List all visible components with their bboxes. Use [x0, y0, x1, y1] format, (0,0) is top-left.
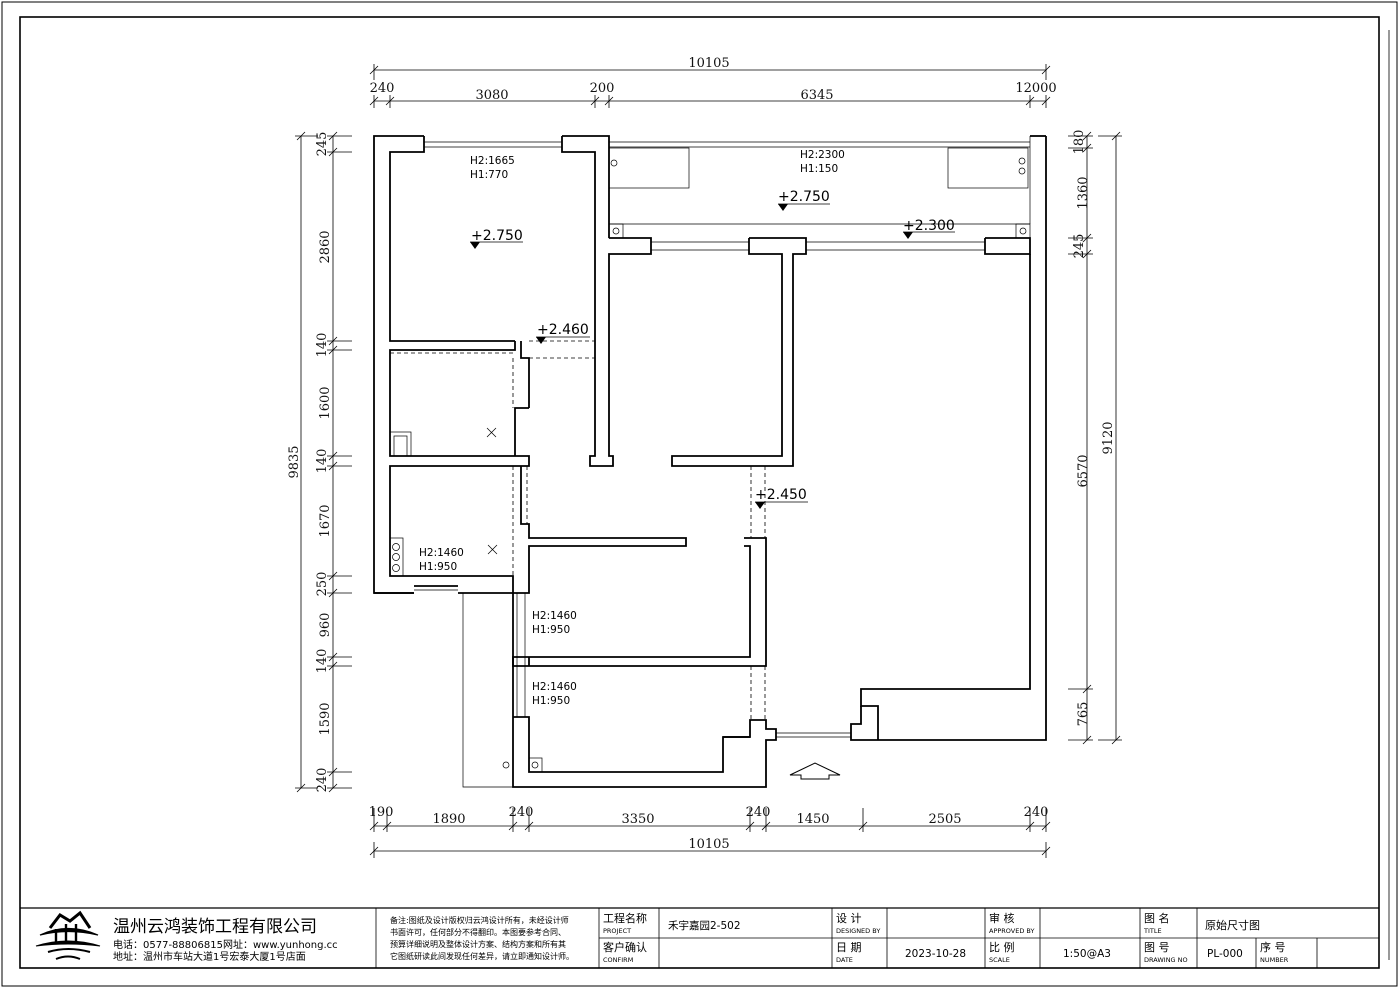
level-marker: +2.450 [755, 487, 808, 509]
dim-bottom-3: 240 [509, 805, 534, 820]
dim-left-1: 245 [315, 132, 330, 157]
dim-left-10: 1590 [318, 702, 333, 735]
dim-right-4: 6570 [1076, 454, 1091, 487]
dim-right-2: 1360 [1076, 176, 1091, 209]
dim-left-4: 1600 [318, 386, 333, 419]
dim-top-1: 240 [370, 81, 395, 96]
title-label: 图 名 [1144, 911, 1170, 925]
dim-bottom-7: 2505 [928, 812, 961, 827]
dim-left-6: 1670 [318, 504, 333, 537]
window-note-h1: H1:770 [470, 169, 508, 181]
dim-left-8: 960 [318, 613, 333, 638]
note-line-3: 预算详细说明及整体设计方案、结构方案和所有其 [390, 939, 566, 949]
note-line-4: 它图纸研读此间发现任何差异，请立即通知设计师。 [390, 951, 574, 961]
drawing-no-value: PL-000 [1207, 948, 1243, 960]
dim-left-11: 240 [315, 768, 330, 793]
title-block: 温州云鸿装饰工程有限公司 电话：0577-88806815网址：www.yunh… [20, 907, 1379, 968]
level-marker: +2.750 [778, 189, 830, 211]
window-note-h2: H2:1460 [532, 610, 577, 622]
project-value: 禾宇嘉园2-502 [668, 919, 741, 932]
dim-left-2: 2860 [318, 230, 333, 263]
dim-right-3: 245 [1072, 234, 1087, 259]
design-label: 设 计 [836, 912, 862, 925]
level-marker: +2.300 [903, 218, 955, 239]
dim-top-5: 12000 [1015, 81, 1056, 96]
dim-top-2: 3080 [475, 88, 508, 103]
dim-top-total: 10105 [688, 56, 729, 71]
window-note-h2: H2:2300 [800, 149, 845, 161]
level-label: +2.450 [755, 487, 807, 503]
approve-label: 审 核 [989, 911, 1015, 925]
dim-bottom-4: 3350 [621, 812, 654, 827]
dim-left-7: 250 [315, 572, 330, 597]
title-value: 原始尺寸图 [1205, 918, 1260, 932]
dimension-labels: 10105 240 3080 200 6345 12000 190 1890 2… [287, 56, 1116, 852]
dim-bottom-5: 240 [746, 805, 771, 820]
scale-value: 1:50@A3 [1063, 948, 1111, 960]
title-label-en: TITLE [1143, 927, 1162, 935]
dim-bottom-6: 1450 [796, 812, 829, 827]
fixtures [389, 136, 1031, 788]
dim-left-3: 140 [315, 333, 330, 358]
dim-left-total: 9835 [287, 445, 302, 478]
design-label-en: DESIGNED BY [836, 927, 880, 935]
level-marker: +2.750 [470, 228, 523, 249]
level-label: +2.460 [537, 322, 589, 338]
inner-frame [19, 16, 1380, 969]
note-line-1: 备注:图纸及设计版权归云鸿设计所有，未经设计师 [390, 915, 569, 925]
dim-top-3: 200 [590, 81, 615, 96]
dim-right-5: 765 [1076, 702, 1091, 727]
project-label-en: PROJECT [603, 927, 631, 935]
company-address: 地址：温州市车站大道1号宏泰大厦1号店面 [113, 950, 306, 963]
level-label: +2.750 [471, 228, 523, 244]
scale-label-en: SCALE [989, 956, 1010, 964]
window-note-h1: H1:950 [532, 695, 570, 707]
window-note-h1: H1:950 [419, 561, 457, 573]
number-label-en: NUMBER [1260, 956, 1289, 964]
company-logo [35, 910, 101, 960]
level-markers: +2.750 +2.460 +2.750 +2.300 +2.450 [470, 189, 955, 509]
window-note-h2: H2:1460 [532, 681, 577, 693]
dim-bottom-1: 190 [369, 805, 394, 820]
window-note-h1: H1:150 [800, 163, 838, 175]
drawing-no-label-en: DRAWING NO [1144, 956, 1188, 964]
level-label: +2.750 [778, 189, 830, 205]
dim-top-4: 6345 [800, 88, 833, 103]
walls [373, 135, 1047, 788]
window-note-h2: H2:1665 [470, 155, 515, 167]
dim-bottom-total: 10105 [688, 837, 729, 852]
level-marker: +2.460 [536, 322, 590, 344]
note-line-2: 书面许可，任何部分不得翻印。本图要参考合同、 [390, 927, 566, 937]
approve-label-en: APPROVED BY [989, 927, 1035, 935]
confirm-label-en: CONFIRM [603, 956, 633, 964]
dim-bottom-2: 1890 [432, 812, 465, 827]
scale-label: 比 例 [989, 940, 1015, 954]
dimension-lines [295, 64, 1122, 858]
date-value: 2023-10-28 [905, 948, 966, 960]
window-notes: H2:1665 H1:770 H2:2300 H1:150 H2:1460 H1… [419, 149, 845, 707]
level-label: +2.300 [903, 218, 955, 234]
dim-right-1: 180 [1072, 130, 1087, 155]
company-name: 温州云鸿装饰工程有限公司 [113, 917, 317, 937]
window-note-h2: H2:1460 [419, 547, 464, 559]
date-label-en: DATE [836, 956, 853, 964]
dim-right-total: 9120 [1101, 421, 1116, 454]
company-phone: 电话：0577-88806815网址：www.yunhong.cc [113, 938, 338, 951]
project-label: 工程名称 [603, 911, 647, 925]
confirm-label: 客户确认 [603, 940, 647, 954]
hidden-lines [390, 340, 766, 720]
window-note-h1: H1:950 [532, 624, 570, 636]
dim-left-9: 140 [315, 649, 330, 674]
dim-left-5: 140 [315, 449, 330, 474]
dim-bottom-8: 240 [1024, 805, 1049, 820]
drawing-no-label: 图 号 [1144, 941, 1170, 954]
number-label: 序 号 [1260, 940, 1286, 954]
date-label: 日 期 [836, 941, 862, 954]
